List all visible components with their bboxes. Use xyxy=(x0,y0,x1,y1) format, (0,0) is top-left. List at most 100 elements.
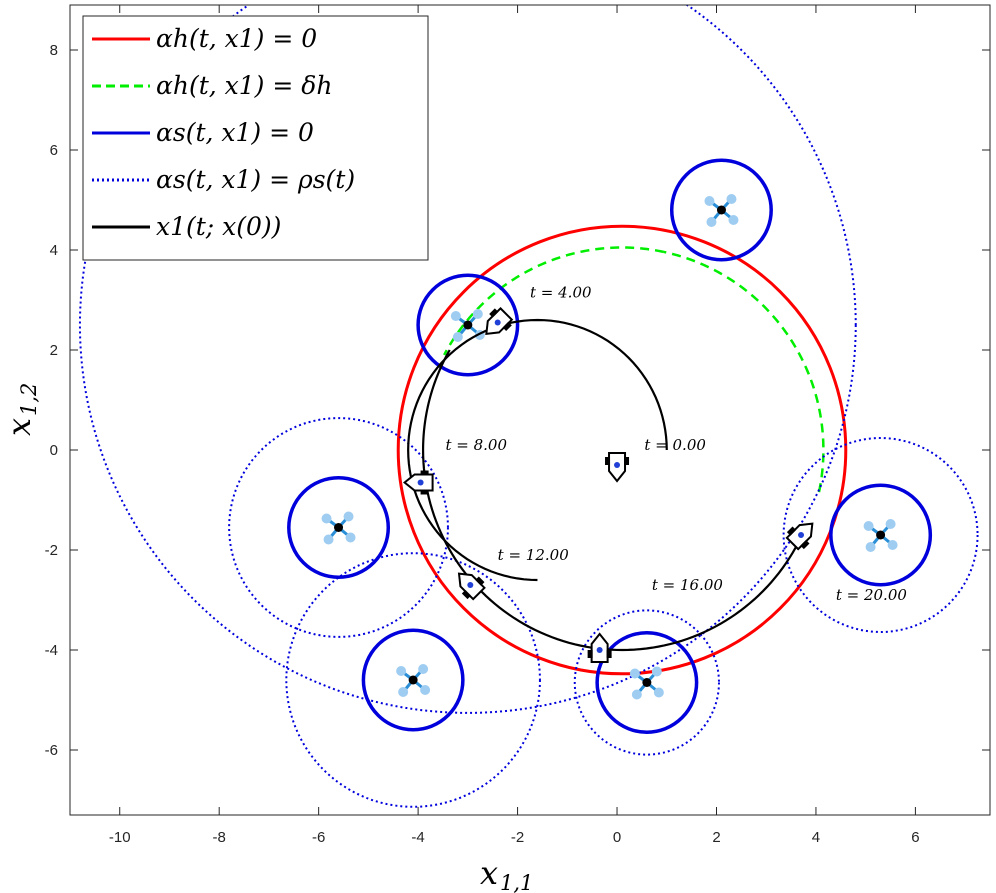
vehicle-wheel-icon xyxy=(475,576,485,586)
drone-rotor xyxy=(323,534,334,545)
drone-rotor xyxy=(472,309,483,319)
time-annotation: t = 12.00 xyxy=(498,546,570,564)
obstacle-5-boundary xyxy=(829,483,933,587)
drone-body xyxy=(642,678,652,687)
vehicle-wheel-icon xyxy=(800,539,810,550)
drone-rotor xyxy=(450,311,461,321)
vehicle-snapshot-4 xyxy=(587,632,612,663)
trajectory-tail xyxy=(421,449,805,652)
obstacle-5-rho-circle xyxy=(782,437,979,633)
obstacle-2-boundary xyxy=(287,476,391,579)
vehicle-wheel-icon xyxy=(502,321,512,331)
obstacle-3-drone-icon xyxy=(396,664,431,697)
y-axis-label: x 1,2 xyxy=(0,383,41,436)
safe-set-margin-arc xyxy=(443,246,665,356)
x-axis-label-main: x xyxy=(480,854,498,892)
vehicle-center xyxy=(798,532,805,538)
vehicle-wheel-icon xyxy=(624,457,630,465)
obstacle-1-drone-icon xyxy=(704,194,739,227)
drone-body xyxy=(876,530,886,540)
drone-body xyxy=(463,320,473,330)
y-tick-label: -6 xyxy=(45,742,58,759)
drone-rotor xyxy=(706,217,717,227)
drone-rotor xyxy=(452,332,463,342)
obstacle-0-drone-icon xyxy=(450,309,485,342)
vehicle-snapshot-2 xyxy=(402,470,434,495)
vehicle-wheel-icon xyxy=(606,650,612,658)
time-annotation: t = 16.00 xyxy=(652,576,724,594)
vehicle-wheel-icon xyxy=(489,308,499,318)
vehicle-center xyxy=(596,647,603,653)
obstacle-4-rho-circle xyxy=(573,609,720,756)
legend-label: αs(t, x1) = ρs(t) xyxy=(156,165,355,194)
legend-label: x1(t; x(0)) xyxy=(156,212,281,241)
x-axis-label: x 1,1 xyxy=(480,854,533,893)
obstacle-4-boundary xyxy=(595,631,699,734)
y-tick-label: 2 xyxy=(50,342,58,359)
plot-layer xyxy=(79,5,979,808)
x-tick-label: 0 xyxy=(613,829,621,846)
drone-rotor xyxy=(420,685,431,695)
x-tick-label: -2 xyxy=(511,829,524,846)
drone-rotor xyxy=(418,664,429,674)
drone-rotor xyxy=(396,666,407,676)
drone-rotor xyxy=(863,521,874,531)
obstacle-2-rho-circle xyxy=(228,417,449,638)
legend-box xyxy=(82,15,429,261)
vehicle-center xyxy=(494,319,501,326)
vehicle-snapshot-3 xyxy=(457,572,486,601)
drone-rotor xyxy=(887,540,898,550)
vehicle-center xyxy=(417,479,424,486)
vehicle-snapshot-5 xyxy=(785,522,814,551)
y-tick-label: -4 xyxy=(45,642,58,659)
safe-set-margin-arc-right xyxy=(663,250,825,493)
obstacle-3-rho-circle xyxy=(285,552,541,808)
vehicle-center xyxy=(614,462,621,468)
drone-body xyxy=(334,523,344,532)
drone-rotor xyxy=(865,542,876,552)
drone-rotor xyxy=(321,513,332,524)
y-axis-label-main: x xyxy=(0,418,38,436)
y-tick-label: 6 xyxy=(50,142,58,159)
x-tick-label: -6 xyxy=(312,829,325,846)
drone-rotor xyxy=(653,687,664,698)
x-tick-label: -10 xyxy=(109,829,131,846)
safe-set-boundary xyxy=(396,224,848,676)
y-axis-label-sub: 1,2 xyxy=(17,383,41,416)
y-tick-label: 8 xyxy=(50,42,58,59)
vehicle-center xyxy=(467,582,474,588)
legend-label: αs(t, x1) = 0 xyxy=(156,118,314,147)
vehicle-wheel-icon xyxy=(420,489,429,495)
time-annotation: t = 4.00 xyxy=(530,284,592,302)
y-tick-label: 0 xyxy=(50,442,58,459)
drone-rotor xyxy=(651,666,662,677)
drone-rotor xyxy=(704,196,715,206)
drone-rotor xyxy=(345,532,356,543)
drone-body xyxy=(716,205,726,215)
obstacle-0-rho-circle xyxy=(79,5,857,714)
drone-rotor xyxy=(728,215,739,225)
drone-rotor xyxy=(885,519,896,529)
vehicle-wheel-icon xyxy=(420,470,429,476)
x-tick-label: 6 xyxy=(911,829,919,846)
y-tick-label: 4 xyxy=(50,242,58,259)
obstacle-2-drone-icon xyxy=(321,511,356,545)
x-axis-label-sub: 1,1 xyxy=(500,871,533,893)
vehicle-wheel-icon xyxy=(786,526,797,536)
obstacle-0-boundary xyxy=(416,273,520,377)
x-tick-label: -8 xyxy=(213,829,226,846)
obstacle-5-drone-icon xyxy=(863,519,898,552)
drone-rotor xyxy=(343,511,354,522)
vehicle-wheel-icon xyxy=(461,589,472,600)
drone-rotor xyxy=(629,668,640,679)
vehicle-wheel-icon xyxy=(587,650,593,658)
x-tick-label: 2 xyxy=(712,829,720,846)
drone-body xyxy=(408,675,418,685)
obstacle-4-drone-icon xyxy=(629,666,664,700)
x-tick-label: 4 xyxy=(812,829,820,846)
drone-rotor xyxy=(398,687,409,697)
axes-box xyxy=(69,4,991,816)
y-tick-label: -2 xyxy=(45,542,58,559)
